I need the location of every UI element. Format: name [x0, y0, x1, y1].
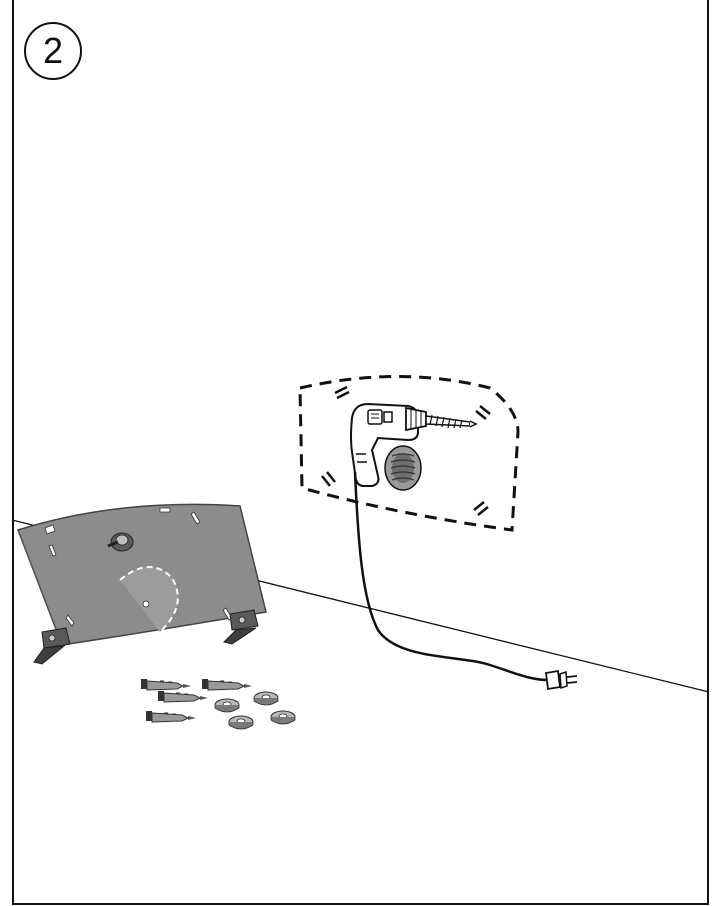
step-number-badge: 2 — [24, 22, 82, 80]
mounting-bracket-icon — [17, 503, 267, 665]
washer — [270, 710, 296, 725]
washer — [214, 698, 240, 713]
rotation-arc — [119, 566, 179, 633]
center-stud — [107, 532, 134, 552]
page-frame — [12, 0, 709, 905]
hole-marks — [321, 385, 491, 516]
power-cord — [353, 471, 549, 682]
power-plug-icon — [544, 669, 578, 691]
power-drill-icon — [350, 402, 478, 487]
washer — [253, 691, 279, 706]
step-number: 2 — [42, 30, 64, 71]
bracket-foot-right — [223, 609, 259, 645]
wall-anchor — [202, 679, 252, 691]
drill-bit-icon — [425, 414, 478, 429]
bracket-foot-left — [33, 627, 71, 665]
wall-hole — [384, 445, 422, 491]
washer-icon — [214, 691, 296, 730]
drilling-area-outline — [298, 375, 520, 532]
wall-anchor — [141, 679, 191, 691]
wall-anchor — [146, 711, 196, 723]
bracket-slots — [44, 507, 233, 627]
wall-anchor — [158, 691, 208, 703]
wall-anchor-icon — [141, 679, 252, 723]
washer — [228, 715, 254, 730]
